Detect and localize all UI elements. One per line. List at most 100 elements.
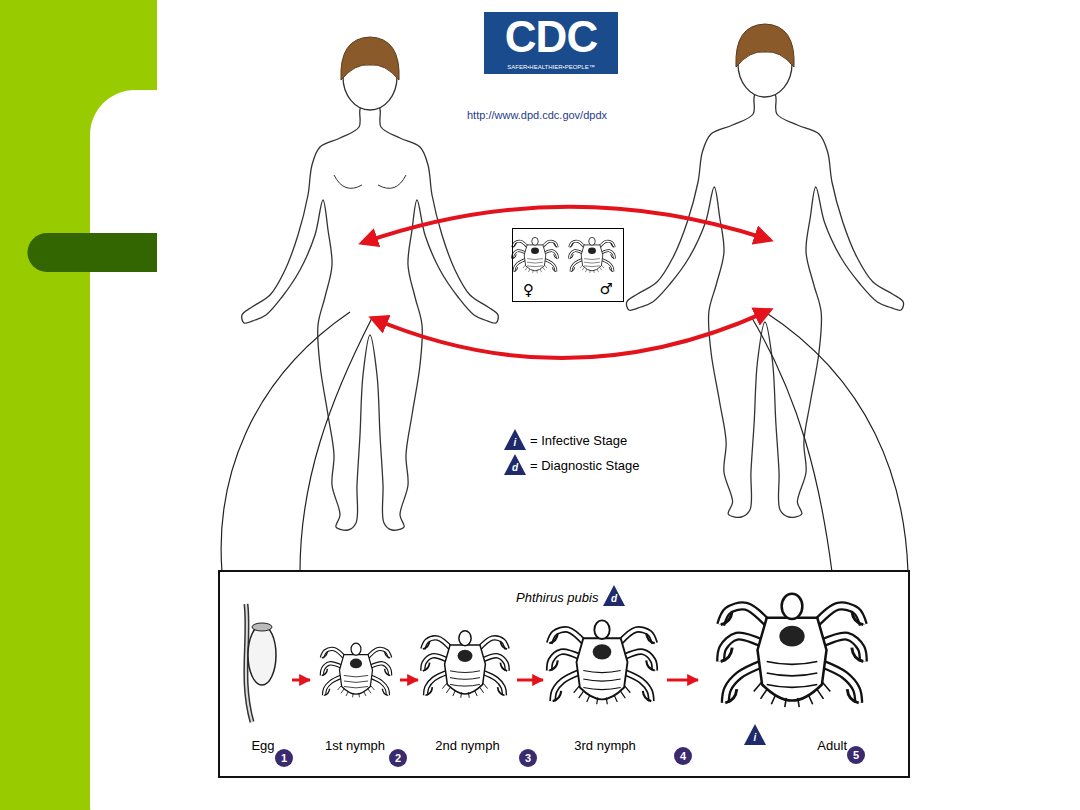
louse-leg: [553, 672, 580, 701]
louse-bristle: [625, 686, 631, 693]
louse-leg: [426, 672, 448, 695]
louse-leg: [483, 672, 505, 695]
louse-leg: [479, 638, 508, 649]
louse-claw: [513, 254, 517, 258]
legend-text: = Diagnostic Stage: [530, 458, 639, 474]
legend-text: = Infective Stage: [530, 433, 627, 449]
louse-leg: [619, 629, 655, 643]
louse-drawing: [322, 643, 390, 697]
louse-leg: [322, 649, 345, 658]
louse-bristle: [540, 269, 541, 272]
louse-claw: [549, 660, 558, 670]
louse-patch: [350, 658, 362, 668]
louse-head: [594, 620, 609, 639]
callout-number: 4: [674, 747, 692, 765]
louse-segment: [450, 671, 480, 673]
louse-leg: [367, 649, 390, 658]
louse-head: [532, 237, 538, 245]
louse-bristle: [483, 683, 488, 688]
louse-segment: [583, 671, 620, 673]
louse-bristle: [785, 698, 786, 707]
louse-leg: [599, 241, 614, 247]
leader-curve: [221, 312, 350, 572]
slide-ground: [157, 0, 1080, 810]
louse-segment: [527, 258, 543, 260]
stage-symbol: i: [504, 437, 526, 449]
louse-segment: [527, 265, 543, 267]
louse-leg: [544, 251, 557, 259]
louse-leg: [553, 672, 580, 701]
louse-claw: [847, 689, 859, 703]
louse-segment: [767, 673, 818, 676]
hair: [341, 37, 399, 80]
louse-bristle: [823, 682, 831, 691]
louse-claw: [554, 254, 558, 258]
louse-leg: [822, 636, 863, 661]
louse-claw: [324, 689, 330, 696]
logo-tagline: SAFER•HEALTHIER•PEOPLE™: [484, 63, 618, 71]
louse-claw: [500, 641, 507, 649]
stage-nymph: 3rd nymph: [545, 600, 665, 760]
louse-bristle: [602, 265, 604, 268]
stage-arrow: [292, 679, 310, 682]
louse-claw: [500, 663, 507, 671]
slide-pill: [28, 233, 158, 272]
body-outline: [242, 105, 499, 531]
louse-leg: [483, 672, 505, 695]
louse-claw: [423, 663, 430, 671]
chest-line: [378, 175, 406, 188]
stage-triangle: [744, 724, 766, 745]
louse-leg: [624, 652, 655, 671]
louse-leg: [815, 606, 863, 625]
louse-leg: [570, 251, 583, 259]
louse-leg: [513, 241, 528, 247]
louse-bristle: [579, 691, 584, 698]
louse-bristle: [475, 691, 477, 696]
louse-leg: [324, 677, 342, 696]
louse-bristle: [368, 689, 371, 693]
louse-segment: [767, 685, 818, 688]
louse-drawing: [513, 237, 558, 273]
louse-bristle: [525, 267, 527, 270]
louse-leg: [514, 259, 526, 271]
stage-symbol: i: [744, 732, 766, 744]
louse-bristle: [523, 265, 525, 268]
louse-bristle: [529, 269, 530, 272]
louse-leg: [322, 663, 342, 675]
louse-bristle: [460, 692, 462, 697]
chest-line: [334, 175, 362, 188]
leader-curve: [765, 312, 908, 572]
leader-curve: [300, 318, 372, 572]
louse-leg: [549, 652, 580, 671]
louse-leg: [725, 664, 762, 703]
stage-arrow: [517, 679, 543, 682]
louse-segment: [450, 684, 480, 686]
louse-claw: [852, 648, 864, 662]
louse-leg: [513, 251, 526, 259]
leader-curve: [752, 318, 832, 572]
female-figure: [242, 37, 499, 530]
louse-claw: [423, 641, 430, 649]
louse-leg: [619, 629, 655, 643]
louse-leg: [601, 251, 614, 259]
louse-leg: [601, 259, 613, 271]
louse-leg: [513, 241, 528, 247]
louse-leg: [423, 656, 447, 671]
male-symbol: ♂: [600, 280, 613, 298]
egg-shape: [248, 625, 276, 685]
louse-claw: [322, 669, 328, 676]
louse-leg: [367, 649, 390, 658]
louse-claw: [721, 611, 733, 625]
louse-body: [577, 638, 628, 699]
louse-bristle: [761, 690, 767, 699]
stage-label: 3rd nymph: [545, 738, 665, 753]
louse-claw: [514, 267, 518, 271]
louse-bristle: [341, 689, 344, 693]
callout-number: 3: [519, 749, 537, 767]
egg-cap: [252, 623, 272, 631]
logo-box: CDCSAFER•HEALTHIER•PEOPLE™: [484, 12, 618, 74]
louse-claw: [554, 243, 558, 247]
louse-body: [524, 245, 546, 271]
